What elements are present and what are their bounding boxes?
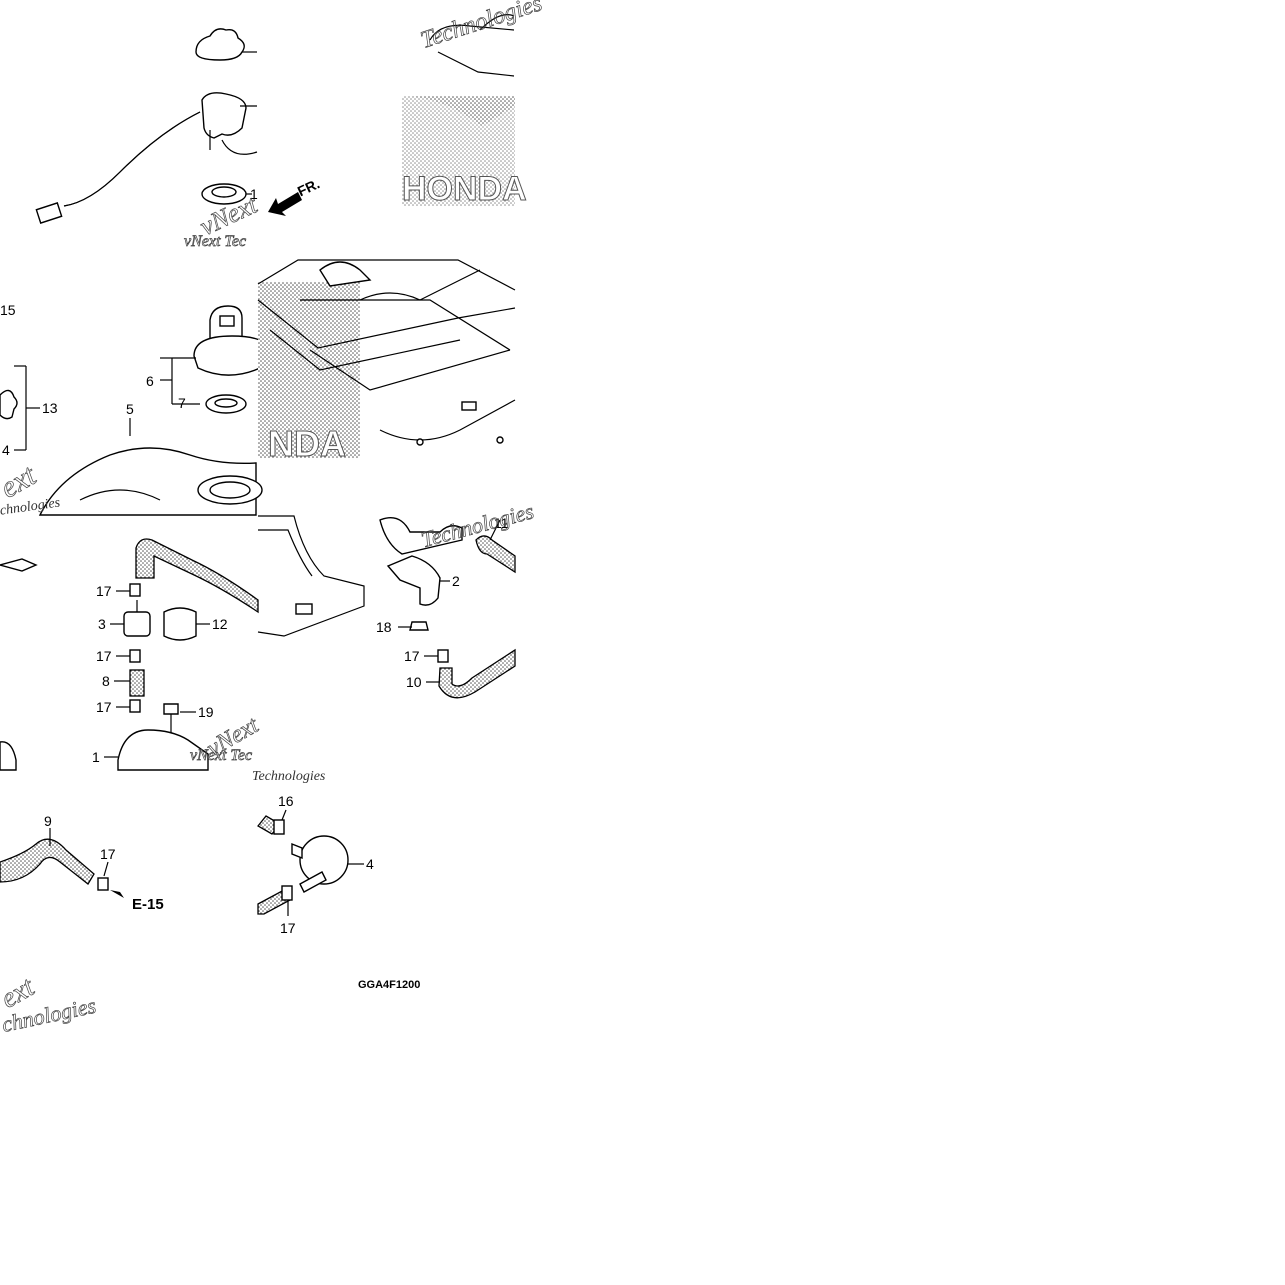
tile-tank-top: HONDA Technologies FR.	[268, 0, 546, 216]
fuel-hose-short	[129, 669, 145, 697]
bolt-19	[163, 703, 179, 715]
callout-17f: 17	[280, 920, 296, 936]
diagram-code: GGA4F1200	[358, 979, 420, 991]
callout-8: 8	[102, 673, 110, 689]
callout-9: 9	[44, 813, 52, 829]
fuel-cock-part	[0, 389, 18, 420]
fuel-cap-part	[195, 28, 245, 61]
callout-15: 15	[0, 302, 16, 318]
bracket-stay	[386, 555, 441, 606]
rubber-bushing	[163, 607, 197, 641]
callout-17d: 17	[404, 648, 420, 664]
callout-19: 19	[198, 704, 214, 720]
callout-4-left: 4	[2, 442, 10, 458]
callout-2: 2	[452, 573, 460, 589]
honda-logo-stipple-lower	[258, 282, 360, 458]
watermark-technologies-top: Technologies	[418, 0, 546, 54]
watermark-vnext-tec: vNext Tec	[184, 233, 246, 250]
callout-11: 11	[494, 515, 509, 531]
callout-10: 10	[406, 674, 422, 690]
front-direction-arrow	[268, 192, 302, 216]
tile-filter-4: 16 4 17 GGA4F1200	[257, 793, 420, 991]
callout-17a: 17	[96, 583, 112, 599]
callout-4: 4	[366, 856, 374, 872]
callout-12: 12	[212, 616, 228, 632]
callout-3: 3	[98, 616, 106, 632]
callout-17b: 17	[96, 648, 112, 664]
honda-logo-stipple	[402, 96, 515, 206]
tile-bracket: 11 Technologies 2 18 17 10 Technologies	[252, 498, 537, 784]
fuel-tank-body	[38, 447, 257, 516]
tile-tank-underside: NDA	[257, 259, 516, 465]
filter-outlet	[299, 871, 327, 893]
callout-17e: 17	[100, 846, 116, 862]
reference-arrow	[110, 890, 124, 898]
callout-6: 6	[146, 373, 154, 389]
wire-connector	[35, 202, 63, 224]
callout-16: 16	[278, 793, 294, 809]
honda-logo-partial: NDA	[268, 423, 346, 464]
tile-hose-9: 9 17 E-15 ext chnologies	[0, 813, 164, 1037]
fuel-hose-right	[475, 535, 516, 574]
fuel-hose-upper	[135, 538, 259, 614]
callout-17c: 17	[96, 699, 112, 715]
honda-logo-text: HONDA	[402, 170, 527, 208]
front-direction-label: FR.	[295, 175, 322, 199]
bolt-18	[409, 621, 429, 631]
sender-wire	[63, 111, 201, 207]
fuel-hose-10	[438, 648, 516, 699]
tile-filler-cap: 15 13 4 6 7 5 ext chnologies	[0, 302, 271, 519]
callout-18: 18	[376, 619, 392, 635]
drain-key	[0, 558, 38, 572]
tile-fuel-filter: 17 3 12 17 8 17 19 1 vNext Tec vNext	[0, 538, 264, 771]
tile-fuel-pump-top: 1 vNext Tec vNext	[35, 28, 262, 250]
callout-7: 7	[178, 395, 186, 411]
watermark-technologies-mid2: Technologies	[252, 769, 326, 784]
fuel-hose-9	[0, 838, 95, 885]
fuel-filter-part	[123, 611, 151, 637]
callout-13: 13	[42, 400, 58, 416]
reference-e15: E-15	[132, 896, 164, 913]
watermark-vnext-tec-low: vNext Tec	[190, 747, 252, 764]
callout-1: 1	[92, 749, 100, 765]
fuel-pump-body	[117, 729, 209, 771]
callout-5: 5	[126, 401, 134, 417]
callout-1-top: 1	[250, 186, 258, 202]
inline-fuel-filter	[299, 835, 349, 885]
fuel-sender-unit	[201, 92, 247, 139]
